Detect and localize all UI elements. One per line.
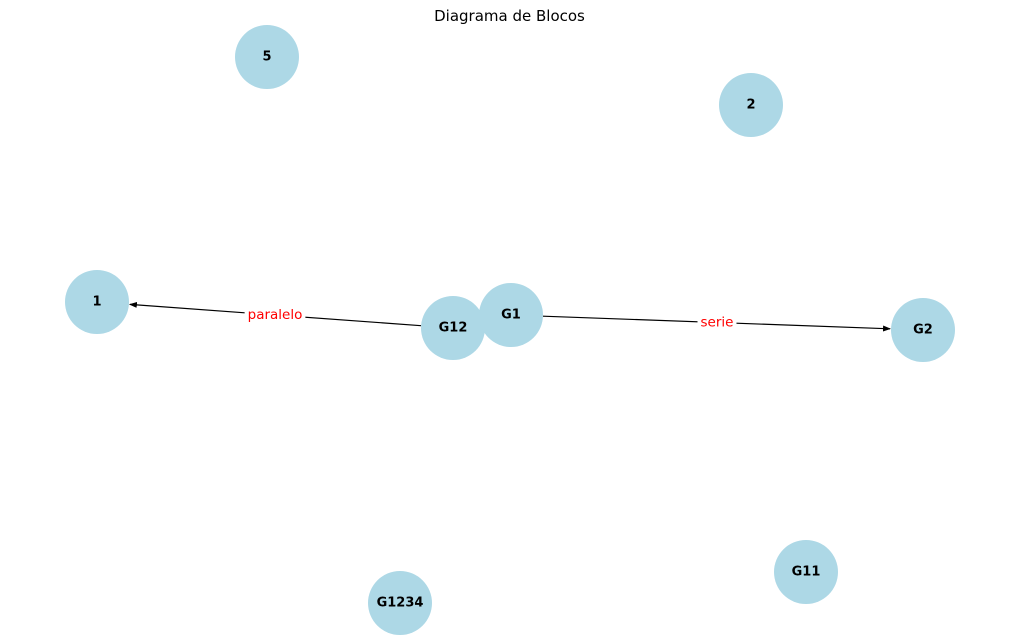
node-g12-label: G12 <box>439 321 468 336</box>
node-5-circle <box>235 25 299 89</box>
node-1-circle <box>65 270 129 334</box>
node-g1234-circle <box>368 571 432 635</box>
node-2-label: 2 <box>746 98 755 113</box>
node-g1-label: G1 <box>501 308 521 323</box>
edge-label-bg <box>244 306 306 324</box>
node-g1234-label: G1234 <box>377 596 424 611</box>
node-g11-label: G11 <box>792 565 821 580</box>
edge-labels: paralelo serie <box>244 306 737 332</box>
node-1-label: 1 <box>92 295 101 310</box>
node-g12-circle <box>421 296 485 360</box>
node-g2[interactable]: G2 <box>891 298 955 362</box>
node-5[interactable]: 5 <box>235 25 299 89</box>
nodes: 5 2 1 G12 G1 G2 <box>65 25 955 635</box>
node-g11-circle <box>774 540 838 604</box>
node-g1[interactable]: G1 <box>479 283 543 347</box>
node-g1234[interactable]: G1234 <box>368 571 432 635</box>
diagram-title: Diagrama de Blocos <box>434 7 585 25</box>
node-g2-label: G2 <box>913 323 933 338</box>
node-1[interactable]: 1 <box>65 270 129 334</box>
node-2[interactable]: 2 <box>719 73 783 137</box>
node-2-circle <box>719 73 783 137</box>
edge-label-serie: serie <box>701 315 734 331</box>
edge-label-paralelo: paralelo <box>248 307 303 323</box>
node-g11[interactable]: G11 <box>774 540 838 604</box>
edge-label-bg <box>697 313 737 332</box>
node-g12[interactable]: G12 <box>421 296 485 360</box>
node-g2-circle <box>891 298 955 362</box>
node-g1-circle <box>479 283 543 347</box>
node-5-label: 5 <box>262 50 271 65</box>
